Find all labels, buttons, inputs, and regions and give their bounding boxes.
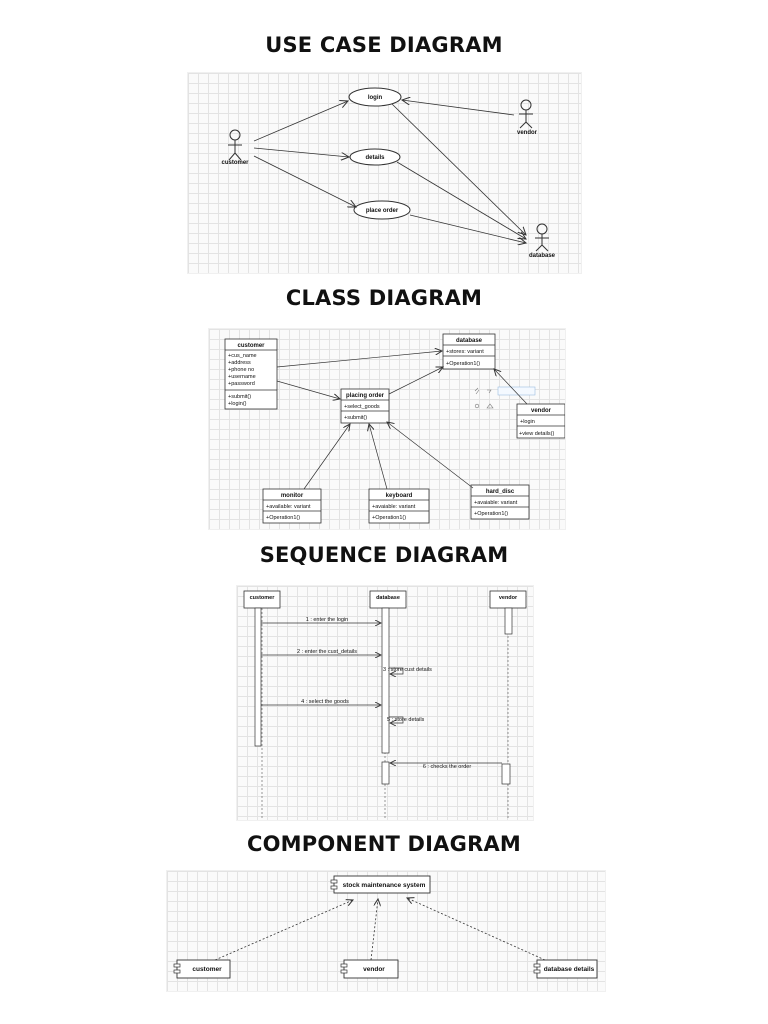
- vendor-component: vendor: [340, 959, 399, 979]
- database-class-name: database: [456, 338, 483, 344]
- vendor-attr: +login: [520, 419, 535, 425]
- vendor-database-association: [494, 369, 528, 405]
- customer-actor-label: customer: [221, 160, 249, 166]
- hard-disc-class-name: hard_disc: [486, 489, 515, 495]
- placing-order-database-association: [388, 367, 443, 395]
- login-use-case-label: login: [368, 95, 383, 101]
- database-actor: [535, 223, 549, 252]
- vendor-activation: [504, 607, 513, 635]
- customer-details-association: [253, 147, 349, 157]
- message-1-label: 1 : enter the login: [306, 617, 349, 623]
- keyboard-op: +Operation1(): [372, 515, 406, 521]
- stock-maintenance-system-label: stock maintenance system: [343, 882, 426, 889]
- placing-order-op: +submit(): [344, 415, 367, 421]
- customer-component: customer: [173, 959, 231, 979]
- message-6-label: 6 : checks the order: [423, 764, 471, 770]
- class-heading: CLASS DIAGRAM: [285, 286, 483, 310]
- hard-disc-attr: +avaiable: variant: [474, 500, 518, 506]
- message-5-label: 5 : store details: [387, 717, 425, 723]
- monitor-op: +Operation1(): [266, 515, 300, 521]
- customer-attr: +password: [228, 381, 255, 387]
- database-activation-2: [381, 761, 390, 785]
- keyboard-class-name: keyboard: [386, 493, 413, 499]
- editor-toolbar-fragment: [474, 386, 536, 409]
- customer-place-order-association: [253, 155, 356, 207]
- message-3-arrow: [389, 667, 404, 674]
- vendor-op: +view details(): [519, 431, 554, 437]
- sequence-diagram: customer database vendor 1 : ent: [236, 585, 534, 821]
- monitor-placing-order-association: [303, 424, 350, 490]
- vendor-class: vendor +login +view details(): [516, 403, 565, 439]
- keyboard-placing-order-association: [369, 424, 388, 490]
- hard-disc-placing-order-association: [387, 422, 474, 489]
- vendor-login-association: [402, 100, 515, 116]
- vendor-actor: [519, 99, 533, 129]
- customer-lifeline-label: customer: [250, 595, 276, 601]
- vendor-class-name: vendor: [531, 408, 552, 414]
- use-case-heading: USE CASE DIAGRAM: [265, 33, 503, 57]
- database-class: database +stores: variant +Operation1(): [442, 333, 496, 370]
- vendor-activation-2: [501, 763, 511, 785]
- place-order-use-case-label: place order: [366, 208, 399, 214]
- placing-order-attr: +select_goods: [344, 404, 380, 410]
- monitor-attr: +available: variant: [266, 504, 311, 510]
- placing-order-class-name: placing order: [346, 393, 385, 399]
- customer-op: +submit(): [228, 394, 251, 400]
- message-3-label: 3 : store cust details: [383, 667, 432, 673]
- message-5-arrow: [389, 716, 404, 723]
- monitor-class-name: monitor: [281, 493, 304, 499]
- database-details-component: database details: [533, 959, 598, 979]
- database-attr: +stores: variant: [446, 349, 484, 355]
- hard-disc-class: hard_disc +avaiable: variant +Operation1…: [470, 484, 530, 520]
- customer-attr: +cus_name: [228, 353, 257, 359]
- database-actor-label: database: [529, 253, 556, 259]
- database-details-dependency: [407, 898, 546, 961]
- database-details-component-label: database details: [544, 966, 595, 973]
- database-op: +Operation1(): [446, 361, 480, 367]
- sequence-heading: SEQUENCE DIAGRAM: [259, 543, 509, 567]
- customer-class-name: customer: [237, 343, 265, 349]
- placing-order-class: placing order +select_goods +submit(): [340, 388, 390, 424]
- component-heading: COMPONENT DIAGRAM: [247, 832, 521, 856]
- monitor-class: monitor +available: variant +Operation1(…: [262, 488, 322, 524]
- vendor-lifeline: vendor: [489, 590, 527, 818]
- database-activation: [381, 607, 390, 754]
- customer-activation: [254, 607, 262, 747]
- vendor-actor-label: vendor: [517, 130, 538, 136]
- database-lifeline: database: [369, 590, 407, 818]
- stock-maintenance-system-component: stock maintenance system: [330, 875, 431, 894]
- customer-login-association: [253, 101, 348, 142]
- login-database-association: [391, 103, 526, 235]
- place-order-use-case: [353, 200, 411, 220]
- vendor-lifeline-label: vendor: [499, 595, 518, 601]
- class-diagram: customer +cus_name +address +phone no +u…: [208, 328, 566, 530]
- keyboard-attr: +avaiable: variant: [372, 504, 416, 510]
- customer-actor: [228, 129, 242, 161]
- customer-component-label: customer: [192, 966, 222, 973]
- customer-class: customer +cus_name +address +phone no +u…: [224, 338, 278, 410]
- message-2-label: 2 : enter the cust_details: [297, 649, 357, 655]
- keyboard-class: keyboard +avaiable: variant +Operation1(…: [368, 488, 430, 524]
- vendor-dependency: [370, 899, 378, 961]
- message-4-label: 4 : select the goods: [301, 699, 349, 705]
- vendor-component-label: vendor: [363, 966, 385, 973]
- customer-attr: +username: [228, 374, 256, 380]
- customer-dependency: [214, 900, 353, 961]
- component-diagram: stock maintenance system customer vendor…: [166, 870, 606, 992]
- customer-lifeline: customer: [243, 590, 281, 818]
- details-database-association: [396, 161, 526, 239]
- database-lifeline-label: database: [376, 595, 400, 601]
- hard-disc-op: +Operation1(): [474, 511, 508, 517]
- customer-placing-order-association: [276, 380, 340, 399]
- use-case-diagram: customer vendor database login details p…: [187, 72, 582, 274]
- customer-op: +login(): [228, 401, 247, 407]
- place-order-database-association: [409, 214, 526, 243]
- customer-attr: +address: [228, 360, 251, 366]
- customer-attr: +phone no: [228, 367, 254, 373]
- details-use-case-label: details: [365, 155, 385, 161]
- customer-database-association: [276, 351, 442, 368]
